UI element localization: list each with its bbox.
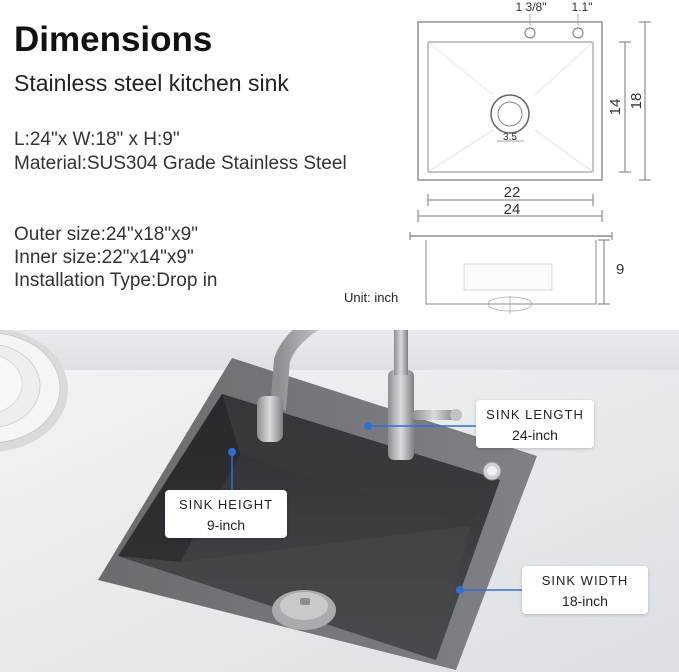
callout-sink-height: SINK HEIGHT 9-inch — [165, 490, 287, 538]
faucet-hole-icon — [572, 27, 584, 39]
page-subtitle: Stainless steel kitchen sink — [14, 70, 289, 96]
dimension-diagram: 1 3/8" 1.1" 14 18 3.5 22 24 9 — [409, 0, 651, 314]
outer-height-label: 18 — [628, 93, 645, 110]
outer-width-label: 24 — [504, 201, 521, 218]
sink-side-profile — [425, 240, 597, 305]
callout-width-title: SINK WIDTH — [541, 573, 629, 588]
spec-dimensions: L:24"x W:18" x H:9" — [14, 129, 180, 150]
unit-label: Unit: inch — [344, 290, 399, 305]
drain-size-label: 3.5 — [503, 132, 517, 143]
spec-outer-size: Outer size:24"x18"x9" — [14, 224, 198, 245]
callout-length-value: 24-inch — [512, 427, 558, 443]
inner-height-label: 14 — [607, 99, 624, 116]
faucet-hole-icon — [524, 27, 536, 39]
hole-spacing-label: 1 3/8" — [516, 0, 547, 14]
sink-outer-outline — [417, 21, 603, 181]
callout-height-title: SINK HEIGHT — [178, 497, 274, 512]
hole-offset-label: 1.1" — [572, 0, 593, 14]
callout-sink-width: SINK WIDTH 18-inch — [522, 566, 648, 614]
page-title: Dimensions — [14, 20, 213, 59]
callout-height-value: 9-inch — [206, 517, 246, 533]
callout-sink-length: SINK LENGTH 24-inch — [476, 400, 594, 448]
spec-installation: Installation Type:Drop in — [14, 270, 218, 291]
sink-inner-outline — [427, 41, 594, 173]
spec-material: Material:SUS304 Grade Stainless Steel — [14, 153, 347, 174]
sink-photo — [0, 330, 679, 672]
callout-length-title: SINK LENGTH — [486, 407, 584, 422]
product-photo: SINK LENGTH 24-inch SINK HEIGHT 9-inch S… — [0, 330, 679, 672]
drain-icon — [490, 94, 530, 134]
depth-label: 9 — [616, 261, 624, 278]
spec-inner-size: Inner size:22"x14"x9" — [14, 247, 194, 268]
faucet — [257, 330, 462, 460]
callout-width-value: 18-inch — [562, 593, 608, 609]
plates-decoration — [0, 330, 68, 452]
inner-width-label: 22 — [504, 184, 521, 201]
